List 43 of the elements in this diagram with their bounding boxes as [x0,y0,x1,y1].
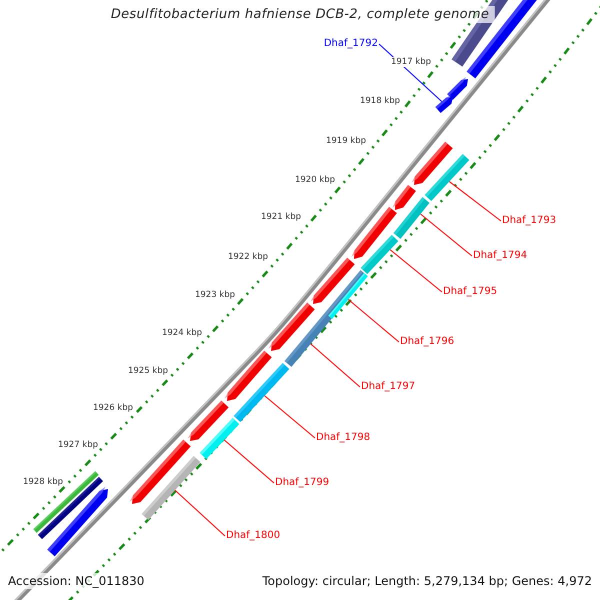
scale-label: 1924 kbp [162,328,202,338]
genome-info-text: Topology: circular; Length: 5,279,134 bp; Genes: 4,972 [260,573,594,589]
leader-line [264,395,316,438]
gene-feature-block [268,302,315,351]
scale-label: 1917 kbp [390,57,432,67]
scale-label: 1923 kbp [194,290,236,300]
scale-label: 1928 kbp [22,477,64,487]
gene-label: Dhaf_1797 [361,381,416,393]
gene-label: Dhaf_1796 [400,336,454,348]
gene-feature-block [234,362,290,422]
gene-feature-block [47,486,108,556]
scale-label: 1925 kbp [128,366,168,376]
scale-label: 1922 kbp [228,252,268,262]
gene-label: Dhaf_1793 [502,215,556,227]
leader-line [448,181,502,222]
scale-label: 1919 kbp [326,136,366,146]
gene-feature-block [424,154,470,202]
gene-feature-block [392,184,416,210]
scale-label: 1918 kbp [360,96,400,106]
leader-line [224,440,274,484]
gene-label: Dhaf_1792 [324,38,378,50]
leader-line [310,343,360,388]
gene-feature-block [360,234,398,274]
gene-feature-block [447,77,468,100]
gene-feature-block [435,94,453,114]
scale-label: 1920 kbp [294,175,336,185]
gene-label: Dhaf_1795 [443,286,498,298]
gene-feature-block [200,418,240,460]
gene-label: Dhaf_1798 [316,432,370,444]
gene-feature-block [394,197,430,239]
gene-label: Dhaf_1799 [275,477,330,489]
gene-label: Dhaf_1794 [473,250,528,262]
scale-label: 1926 kbp [92,403,134,413]
accession-text: Accession: NC_011830 [6,573,146,589]
leader-line [390,249,442,292]
leader-line [174,490,226,536]
scale-label: 1927 kbp [58,440,98,450]
gene-label: Dhaf_1800 [226,530,280,542]
scale-label: 1921 kbp [260,212,302,222]
gene-feature-block [328,273,368,319]
gene-feature-block [142,456,200,520]
leader-line [348,299,400,342]
leader-line [420,214,472,256]
